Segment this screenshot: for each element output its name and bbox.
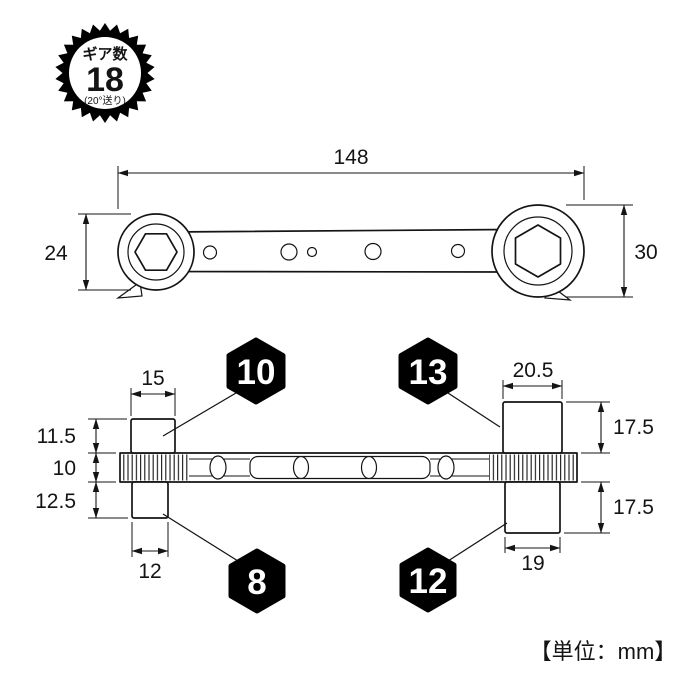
hex-badge-icon [226, 337, 286, 405]
right-top-head [502, 401, 563, 454]
dim-right-upper-height-text: 17.5 [613, 416, 654, 439]
socket-badge-10-text: 10 [237, 353, 276, 392]
socket-badge-13-text: 13 [409, 353, 448, 392]
gear-badge-value: 18 [86, 61, 124, 99]
pin-1 [209, 455, 227, 480]
right-gear-teeth [489, 454, 576, 481]
hex-badge-icon [399, 547, 457, 613]
left-hex-socket [134, 232, 178, 272]
dim-left-body-height: 10 [53, 452, 116, 483]
gear-badge-inner-circle [69, 37, 141, 109]
socket-badge-13: 13 [398, 337, 501, 428]
dim-bottom-right-width: 19 [504, 537, 561, 575]
dim-left-upper-height-text: 11.5 [37, 425, 76, 448]
dim-left-upper-height: 11.5 [37, 418, 127, 454]
body-hole-3 [306, 246, 318, 258]
dim-bottom-left-width-text: 12 [138, 560, 161, 583]
dim-top-right-width: 20.5 [502, 359, 563, 399]
dim-overall-length: 148 [117, 146, 585, 209]
socket-badge-12-text: 12 [409, 562, 448, 601]
dim-right-lower-height: 17.5 [564, 481, 654, 534]
socket-badge-10: 10 [162, 337, 286, 437]
left-top-head [130, 418, 176, 454]
gear-count-badge: ギア数 18 (20°送り) [55, 23, 155, 123]
wrench-top-view [115, 204, 585, 301]
dim-right-upper-height: 17.5 [566, 401, 654, 454]
left-gear-teeth [121, 454, 190, 481]
right-hex-socket [514, 224, 562, 278]
dim-left-lower-height-text: 12.5 [35, 490, 76, 513]
hex-badge-icon [228, 548, 286, 614]
socket-badge-8-text: 8 [247, 563, 266, 602]
center-plate [249, 455, 431, 480]
dim-bottom-left-width: 12 [131, 522, 169, 583]
dim-left-head-height-text: 24 [44, 242, 68, 265]
dim-top-right-width-text: 20.5 [513, 359, 554, 382]
body-hole-2 [280, 243, 298, 261]
dim-top-left-width-text: 15 [141, 367, 164, 390]
dim-left-lower-height: 12.5 [35, 481, 128, 519]
left-bottom-head [131, 481, 169, 519]
socket-badge-8: 8 [162, 513, 286, 614]
dim-top-left-width: 15 [130, 367, 176, 416]
dim-right-lower-height-text: 17.5 [613, 496, 654, 519]
dim-overall-length-text: 148 [333, 146, 368, 169]
socket-badge-12: 12 [399, 522, 508, 613]
right-bottom-head [504, 481, 561, 534]
pin-3 [360, 455, 378, 480]
gear-badge-note: (20°送り) [84, 94, 126, 107]
dim-bottom-right-width-text: 19 [521, 552, 544, 575]
pin-4 [437, 455, 455, 480]
hex-badge-icon [398, 337, 458, 405]
dim-right-head-height: 30 [566, 204, 658, 298]
wrench-body-outline [169, 228, 546, 274]
pin-2 [292, 455, 310, 480]
dim-left-head-height: 24 [44, 213, 131, 291]
body-hole-1 [202, 245, 218, 260]
unit-label: 【単位：mm】 [530, 639, 677, 664]
dim-left-body-height-text: 10 [53, 457, 76, 480]
body-hole-5 [450, 243, 466, 259]
gear-badge-label: ギア数 [82, 45, 128, 63]
body-hole-4 [364, 242, 382, 261]
wrench-side-view [119, 401, 578, 534]
dim-right-head-height-text: 30 [634, 241, 657, 264]
